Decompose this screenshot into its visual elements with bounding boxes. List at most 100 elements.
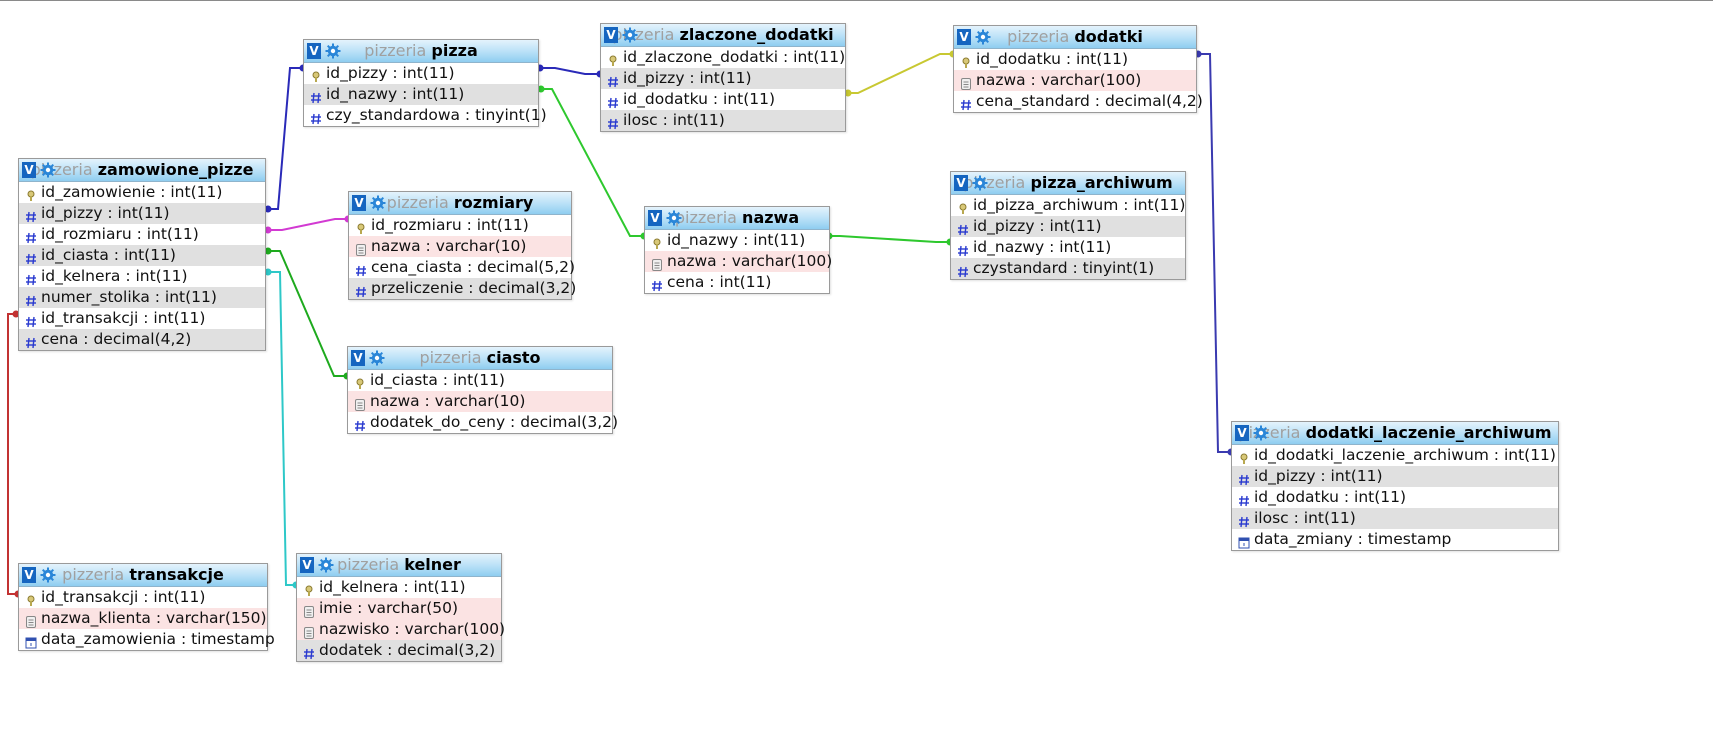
field-row[interactable]: id_nazwy : int(11) (304, 84, 538, 105)
gear-icon[interactable] (318, 557, 334, 573)
field-row[interactable]: id_pizza_archiwum : int(11) (951, 195, 1185, 216)
field-row[interactable]: nazwa : varchar(10) (349, 236, 571, 257)
gear-icon[interactable] (622, 27, 638, 43)
field-row[interactable]: nazwa_klienta : varchar(150) (19, 608, 267, 629)
gear-icon[interactable] (666, 210, 682, 226)
numeric-field-icon (354, 417, 366, 432)
toggle-checkbox-icon[interactable]: V (352, 195, 366, 211)
field-row[interactable]: id_transakcji : int(11) (19, 587, 267, 608)
field-row[interactable]: id_pizzy : int(11) (19, 203, 265, 224)
field-row[interactable]: numer_stolika : int(11) (19, 287, 265, 308)
field-row[interactable]: cena : int(11) (645, 272, 829, 293)
table-name: nazwa (742, 208, 800, 227)
key-icon (25, 592, 37, 606)
field-row[interactable]: ilosc : int(11) (1232, 508, 1558, 529)
field-row[interactable]: ilosc : int(11) (601, 110, 845, 131)
toggle-checkbox-icon[interactable]: V (604, 27, 618, 43)
toggle-checkbox-icon[interactable]: V (307, 43, 321, 59)
field-row[interactable]: czystandard : tinyint(1) (951, 258, 1185, 279)
field-row[interactable]: nazwa : varchar(100) (645, 251, 832, 272)
numeric-field-icon (310, 89, 322, 104)
field-label: cena : int(11) (667, 273, 772, 291)
toggle-checkbox-icon[interactable]: V (1235, 425, 1249, 441)
field-row[interactable]: przeliczenie : decimal(3,2) (349, 278, 576, 299)
field-row[interactable]: nazwa : varchar(100) (954, 70, 1196, 91)
field-row[interactable]: id_ciasta : int(11) (19, 245, 265, 266)
field-row[interactable]: id_zlaczone_dodatki : int(11) (601, 47, 845, 68)
field-row[interactable]: id_rozmiaru : int(11) (19, 224, 265, 245)
field-row[interactable]: id_kelnera : int(11) (19, 266, 265, 287)
gear-icon[interactable] (370, 195, 386, 211)
field-row[interactable]: id_pizzy : int(11) (951, 216, 1185, 237)
field-row[interactable]: id_pizzy : int(11) (304, 63, 538, 84)
field-row[interactable]: id_zamowienie : int(11) (19, 182, 265, 203)
field-row[interactable]: id_dodatki_laczenie_archiwum : int(11) (1232, 445, 1558, 466)
numeric-field-icon (957, 263, 969, 278)
field-row[interactable]: id_dodatku : int(11) (1232, 487, 1558, 508)
field-row[interactable]: cena : decimal(4,2) (19, 329, 265, 350)
field-row[interactable]: nazwisko : varchar(100) (297, 619, 505, 640)
field-row[interactable]: id_rozmiaru : int(11) (349, 215, 571, 236)
gear-icon[interactable] (1253, 425, 1269, 441)
gear-icon[interactable] (325, 43, 341, 59)
field-row[interactable]: cena_standard : decimal(4,2) (954, 91, 1203, 112)
field-row[interactable]: id_transakcji : int(11) (19, 308, 265, 329)
toggle-checkbox-icon[interactable]: V (22, 162, 36, 178)
field-row[interactable]: data_zmiany : timestamp (1232, 529, 1558, 550)
gear-icon[interactable] (972, 175, 988, 191)
field-row[interactable]: nazwa : varchar(10) (348, 391, 612, 412)
field-row[interactable]: id_kelnera : int(11) (297, 577, 501, 598)
field-row[interactable]: id_nazwy : int(11) (951, 237, 1185, 258)
toggle-checkbox-icon[interactable]: V (957, 29, 971, 45)
field-row[interactable]: id_pizzy : int(11) (1232, 466, 1558, 487)
field-row[interactable]: imie : varchar(50) (297, 598, 501, 619)
field-row[interactable]: cena_ciasta : decimal(5,2) (349, 257, 575, 278)
field-row[interactable]: id_dodatku : int(11) (954, 49, 1196, 70)
gear-icon[interactable] (975, 29, 991, 45)
toggle-checkbox-icon[interactable]: V (300, 557, 314, 573)
field-row[interactable]: data_zamowienia : timestamp (19, 629, 275, 650)
field-row[interactable]: dodatek : decimal(3,2) (297, 640, 501, 661)
gear-icon[interactable] (40, 162, 56, 178)
field-label: dodatek : decimal(3,2) (319, 641, 496, 659)
field-row[interactable]: czy_standardowa : tinyint(1) (304, 105, 547, 126)
toggle-checkbox-icon[interactable]: V (22, 567, 36, 583)
gear-icon[interactable] (40, 567, 56, 583)
field-row[interactable]: id_dodatku : int(11) (601, 89, 845, 110)
gear-icon[interactable] (369, 350, 385, 366)
database-name: pizzeria (1007, 27, 1070, 46)
field-row[interactable]: id_ciasta : int(11) (348, 370, 612, 391)
toggle-checkbox-icon[interactable]: V (648, 210, 662, 226)
field-label: data_zmiany : timestamp (1254, 530, 1452, 548)
text-field-icon (303, 624, 315, 639)
field-row[interactable]: id_pizzy : int(11) (601, 68, 845, 89)
field-row[interactable]: dodatek_do_ceny : decimal(3,2) (348, 412, 618, 433)
field-row[interactable]: id_nazwy : int(11) (645, 230, 829, 251)
field-label: ilosc : int(11) (623, 111, 725, 129)
numeric-field-icon (25, 334, 37, 349)
toggle-checkbox-icon[interactable]: V (954, 175, 968, 191)
toggle-checkbox-icon[interactable]: V (351, 350, 365, 366)
